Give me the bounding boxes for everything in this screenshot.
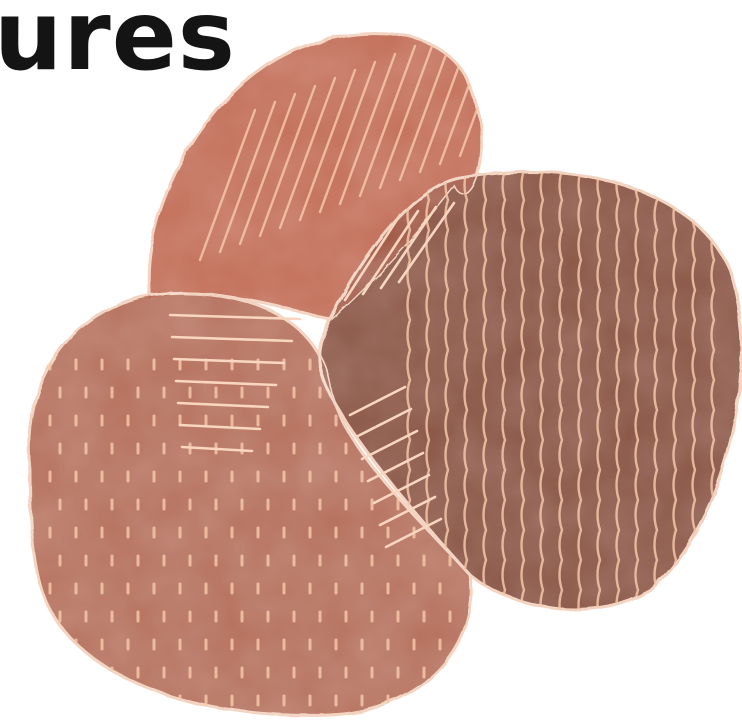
overlapping-blobs-illustration (0, 0, 742, 720)
